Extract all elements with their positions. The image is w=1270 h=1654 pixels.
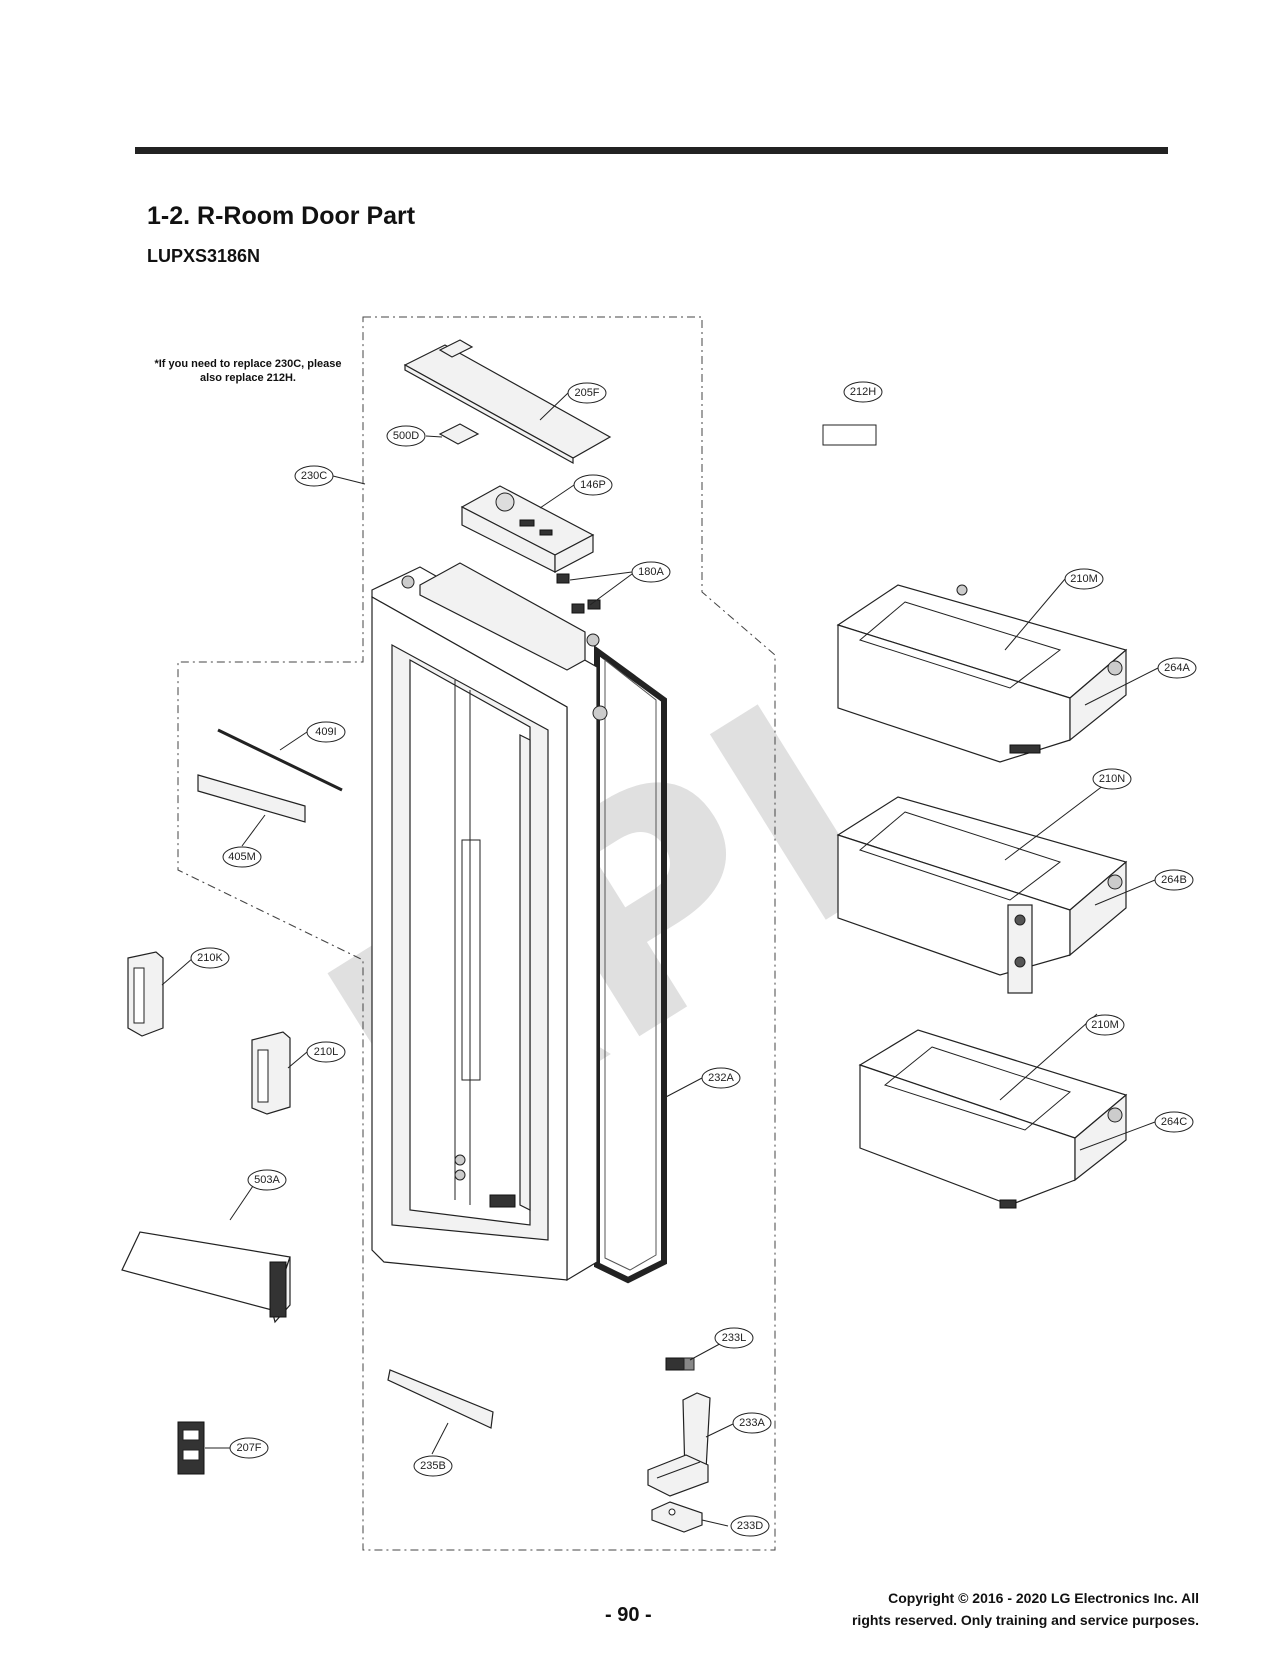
callout-409i-text: 409I xyxy=(315,726,336,738)
door-group-outline xyxy=(177,316,776,1551)
callout-180a: 180A xyxy=(631,561,671,583)
callout-235b-text: 235B xyxy=(420,1460,446,1472)
part-bin-264c xyxy=(858,1029,1128,1209)
callout-233d-text: 233D xyxy=(737,1520,763,1532)
part-210k-cap xyxy=(127,951,164,1037)
callout-235b: 235B xyxy=(413,1455,453,1477)
part-235b-strip xyxy=(387,1369,494,1429)
callout-405m-text: 405M xyxy=(228,851,256,863)
callout-500d-text: 500D xyxy=(393,430,419,442)
callout-210k: 210K xyxy=(190,947,230,969)
callout-146p: 146P xyxy=(573,474,613,496)
callout-405m: 405M xyxy=(222,846,262,868)
callout-264a: 264A xyxy=(1157,657,1197,679)
callout-500d: 500D xyxy=(386,425,426,447)
callout-210m-bottom-text: 210M xyxy=(1091,1019,1119,1031)
callout-210l-text: 210L xyxy=(314,1046,338,1058)
copyright-notice: Copyright © 2016 - 2020 LG Electronics I… xyxy=(852,1587,1199,1631)
part-409i-strip xyxy=(217,728,343,792)
page-number: - 90 - xyxy=(605,1604,652,1626)
callout-180a-text: 180A xyxy=(638,566,664,578)
part-233d-plate xyxy=(651,1501,703,1533)
page-title: 1-2. R-Room Door Part xyxy=(147,202,416,230)
callout-233a: 233A xyxy=(732,1412,772,1434)
callout-233d: 233D xyxy=(730,1515,770,1537)
callout-232a: 232A xyxy=(701,1067,741,1089)
part-500d-pad xyxy=(438,423,480,445)
part-233l-cap xyxy=(665,1357,695,1371)
part-233a-hinge xyxy=(647,1392,711,1497)
leader-lines xyxy=(161,392,1159,1527)
callout-503a-text: 503A xyxy=(254,1174,280,1186)
part-230c-door-frame xyxy=(371,562,608,1282)
callout-409i: 409I xyxy=(306,721,346,743)
part-bin-264b xyxy=(836,796,1128,994)
part-212h-box xyxy=(822,424,877,446)
callout-264b: 264B xyxy=(1154,869,1194,891)
callout-230c-text: 230C xyxy=(301,470,327,482)
copyright-line-2: rights reserved. Only training and servi… xyxy=(851,1612,1199,1628)
callout-264c: 264C xyxy=(1154,1111,1194,1133)
callout-210k-text: 210K xyxy=(197,952,223,964)
part-bin-264a xyxy=(836,584,1128,763)
header-rule xyxy=(135,147,1168,154)
callout-205f-text: 205F xyxy=(574,387,599,399)
part-146p-unit xyxy=(460,485,595,573)
callout-233l-text: 233L xyxy=(722,1332,746,1344)
part-210l-cap xyxy=(251,1031,291,1115)
callout-264a-text: 264A xyxy=(1164,662,1190,674)
callout-233a-text: 233A xyxy=(739,1417,765,1429)
part-405m-strip xyxy=(197,774,306,823)
callout-205f: 205F xyxy=(567,382,607,404)
copyright-line-1: Copyright © 2016 - 2020 LG Electronics I… xyxy=(888,1590,1199,1606)
part-503a-shelf xyxy=(121,1231,291,1324)
callout-212h-text: 212H xyxy=(850,386,876,398)
callout-210l: 210L xyxy=(306,1041,346,1063)
callout-210m-top: 210M xyxy=(1064,568,1104,590)
callout-230c: 230C xyxy=(294,465,334,487)
callout-503a: 503A xyxy=(247,1169,287,1191)
callout-210m-top-text: 210M xyxy=(1070,573,1098,585)
callout-232a-text: 232A xyxy=(708,1072,734,1084)
part-180a-clips xyxy=(556,573,601,614)
callout-207f-text: 207F xyxy=(236,1442,261,1454)
part-207f-latch xyxy=(177,1421,205,1475)
callout-207f: 207F xyxy=(229,1437,269,1459)
callout-210n: 210N xyxy=(1092,768,1132,790)
callout-233l: 233L xyxy=(714,1327,754,1349)
callout-264c-text: 264C xyxy=(1161,1116,1187,1128)
callout-146p-text: 146P xyxy=(580,479,606,491)
callout-210n-text: 210N xyxy=(1099,773,1125,785)
part-205f-cover xyxy=(403,339,612,465)
callout-264b-text: 264B xyxy=(1161,874,1187,886)
callout-212h: 212H xyxy=(843,381,883,403)
model-number: LUPXS3186N xyxy=(147,246,261,266)
replacement-note: *If you need to replace 230C, please als… xyxy=(154,358,342,384)
callout-210m-bottom: 210M xyxy=(1085,1014,1125,1036)
